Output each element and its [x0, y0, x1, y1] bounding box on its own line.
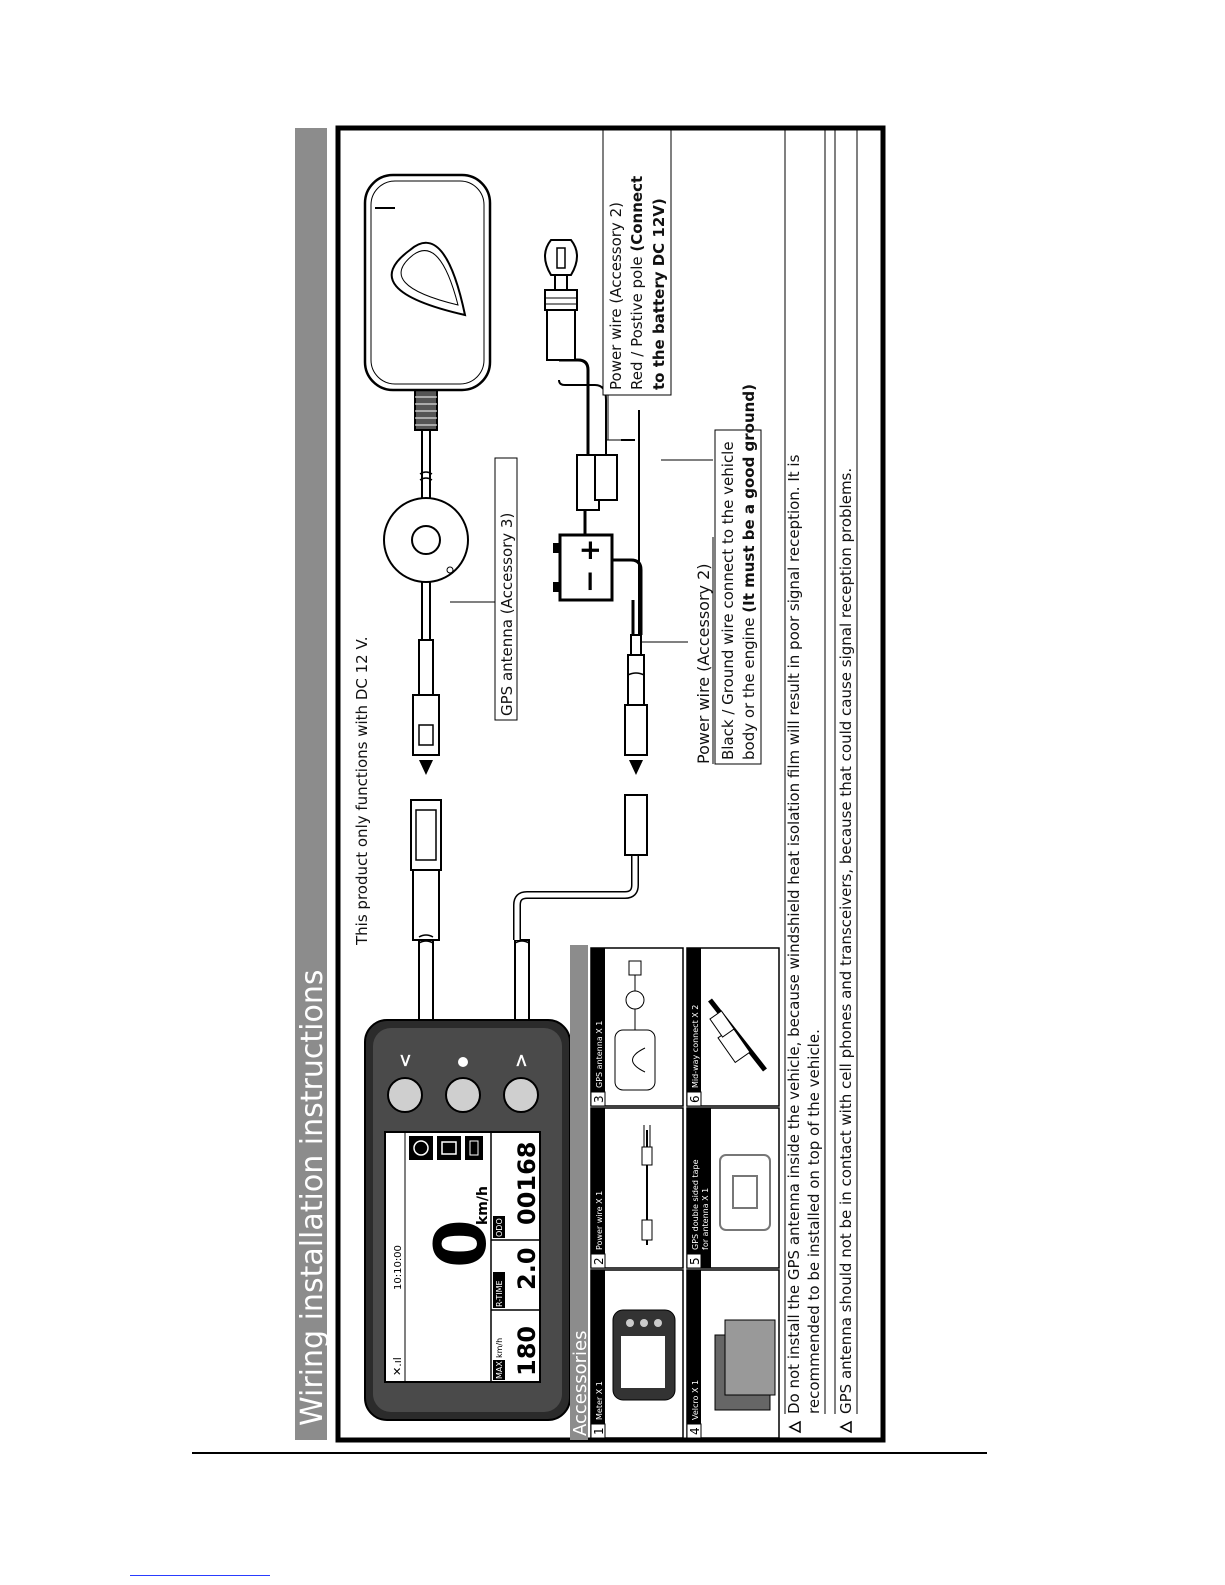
power-wire-assembly — [585, 480, 645, 706]
arrow-icon — [629, 760, 643, 775]
odo-label: ODO — [495, 1218, 504, 1237]
clock-icon — [413, 1140, 429, 1156]
gps-antenna-label: GPS antenna (Accessory 3) — [498, 513, 516, 716]
accessories-heading: Accessories — [570, 1331, 591, 1437]
warning-2-line1: GPS antenna should not be in contact wit… — [837, 468, 855, 1414]
mid-way-connect-thumbnail — [708, 998, 767, 1072]
velcro-thumbnail — [714, 1319, 776, 1411]
left-button[interactable] — [387, 1077, 423, 1113]
accessories-panel: Accessories 1 Meter X 1 — [570, 945, 780, 1440]
accessory-5-label: GPS double sided tape — [691, 1159, 700, 1250]
battery-minus-sign: − — [573, 570, 606, 593]
signal-icon: ✕.ıl — [391, 1357, 404, 1376]
power-wire-thumbnail — [641, 1125, 653, 1245]
accessory-4-num: 4 — [688, 1427, 702, 1435]
battery-icon — [469, 1140, 479, 1156]
connector-pair-upper — [410, 694, 442, 871]
warning-1-line2: recommended to be installed on top of th… — [805, 1029, 823, 1414]
accessory-2-num: 2 — [592, 1257, 606, 1265]
left-arrow-icon: < — [395, 1053, 416, 1068]
dot-icon — [458, 1057, 468, 1067]
ground-line2: body or the engine (It must be a good gr… — [740, 384, 758, 760]
arrow-icon — [419, 760, 433, 775]
power-wire-detail-line2: Red / Postive pole (Connect — [628, 176, 646, 390]
max-value: 180 — [513, 1326, 541, 1376]
title-band — [295, 128, 327, 1440]
meter-device: ✕.ıl 10:10:00 0 km/h MAX km/h 180 R-TIME… — [364, 1019, 571, 1421]
power-wire-label: Power wire (Accessory 2) — [694, 563, 713, 764]
meter-thumbnail — [612, 1309, 676, 1401]
meter-screen — [384, 1131, 541, 1383]
gps-antenna — [363, 173, 492, 392]
ring-terminal — [544, 239, 578, 361]
meter-speed: 0 — [420, 1219, 502, 1268]
right-arrow-icon: > — [511, 1053, 532, 1068]
ground-callout: Black / Ground wire connect to the vehic… — [714, 384, 762, 765]
power-wire-detail-line1: Power wire (Accessory 2) — [607, 202, 625, 390]
page-title: Wiring installation instructions — [295, 970, 330, 1426]
meter-buttons: < > — [387, 1053, 539, 1113]
accessory-5-num: 5 — [688, 1257, 702, 1265]
connector-pair-lower — [624, 704, 648, 856]
max-label: MAX — [495, 1361, 504, 1379]
warning-icon — [788, 1420, 801, 1434]
gps-antenna-thumbnail — [614, 960, 656, 1091]
rotated-panel: Wiring installation instructions This pr… — [295, 125, 886, 1443]
accessory-6-num: 6 — [688, 1095, 702, 1103]
dc-note: This product only functions with DC 12 V… — [353, 636, 371, 946]
warning-icon — [839, 1420, 852, 1434]
tape-thumbnail — [719, 1154, 771, 1231]
accessory-1-num: 1 — [592, 1427, 606, 1435]
ground-line1: Black / Ground wire connect to the vehic… — [719, 441, 737, 760]
rtime-label: R-TIME — [495, 1280, 504, 1307]
battery: − + — [553, 533, 614, 602]
power-wire-detail-line3: to the battery DC 12V) — [650, 198, 668, 390]
accessory-2-label: Power wire X 1 — [595, 1191, 604, 1250]
accessory-1-label: Meter X 1 — [595, 1381, 604, 1420]
right-button[interactable] — [503, 1077, 539, 1113]
accessory-3-label: GPS antenna X 1 — [595, 1021, 604, 1088]
power-wire-callout: Power wire (Accessory 2) Red / Postive p… — [602, 129, 672, 396]
page-icon — [441, 1141, 457, 1155]
meter-speed-unit: km/h — [475, 1186, 491, 1225]
footer-link-underline — [130, 1575, 270, 1576]
accessory-6-label: Mid-way connect X 2 — [691, 1005, 700, 1088]
center-button[interactable] — [445, 1077, 481, 1113]
odo-value: 00168 — [513, 1142, 541, 1226]
footer-rule — [192, 1452, 987, 1454]
accessory-5-label2: for antenna X 1 — [701, 1188, 710, 1250]
accessory-3-num: 3 — [592, 1095, 606, 1103]
warnings: Do not install the GPS antenna inside th… — [784, 130, 858, 1434]
meter-time: 10:10:00 — [393, 1245, 404, 1290]
gps-antenna-label-box — [494, 457, 518, 721]
accessory-4-label: Velcro X 1 — [691, 1380, 700, 1420]
rtime-value: 2.0 — [513, 1247, 541, 1290]
max-unit: km/h — [495, 1338, 504, 1358]
warning-1-line1: Do not install the GPS antenna inside th… — [785, 454, 803, 1414]
diagram-frame — [335, 125, 886, 1443]
battery-plus-sign: + — [573, 539, 606, 562]
